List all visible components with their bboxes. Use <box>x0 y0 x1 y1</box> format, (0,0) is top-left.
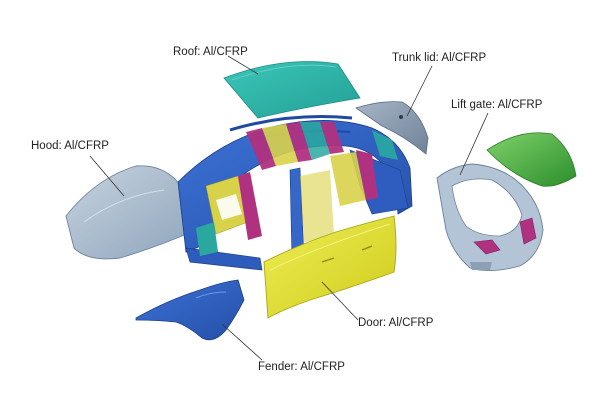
trunk-lid-leader-line <box>406 65 433 117</box>
roof-label: Roof: Al/CFRP <box>173 46 248 58</box>
hood-leader-line <box>89 155 125 197</box>
lift-gate-glass <box>486 132 577 187</box>
lift-gate-label: Lift gate: Al/CFRP <box>451 99 543 111</box>
fender-leader-line <box>221 323 263 361</box>
trunk-lid-panel <box>355 101 429 155</box>
hood-panel <box>65 165 197 260</box>
roof-panel <box>223 61 361 119</box>
hood-label: Hood: Al/CFRP <box>31 140 109 152</box>
door-panel <box>263 215 397 319</box>
fender-label: Fender: Al/CFRP <box>258 361 345 373</box>
door-label: Door: Al/CFRP <box>358 317 434 329</box>
roof-leader-line <box>227 55 259 75</box>
lift-gate-frame <box>436 163 544 271</box>
leader-lines <box>89 55 489 361</box>
door-leader-line <box>321 281 359 321</box>
trunk-lid-label: Trunk lid: Al/CFRP <box>392 52 487 64</box>
lift-gate-leader-line <box>459 112 489 176</box>
inner-structure <box>196 122 398 256</box>
fender-panel <box>135 279 245 341</box>
